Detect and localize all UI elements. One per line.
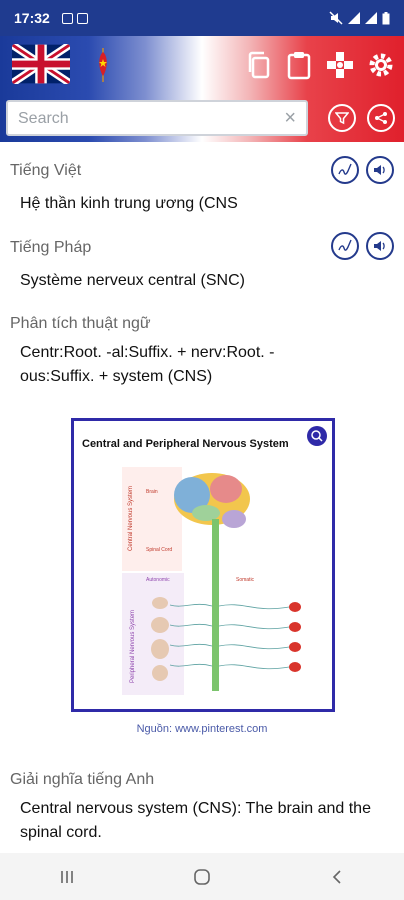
status-icons (329, 11, 390, 25)
vietnamese-label: Tiếng Việt (10, 162, 82, 179)
vietnamese-flag-icon[interactable] (96, 46, 110, 82)
toolbar (0, 36, 404, 96)
english-flag-icon[interactable] (12, 44, 70, 84)
nervous-system-diagram: Central and Peripheral Nervous System Ce… (82, 426, 327, 695)
illustration-image[interactable]: Central and Peripheral Nervous System Ce… (71, 418, 335, 712)
filter-button[interactable] (328, 104, 356, 132)
speaker-icon (374, 241, 385, 251)
mute-icon (329, 11, 343, 25)
back-icon[interactable] (329, 869, 345, 885)
brain-label: Brain (146, 489, 158, 495)
system-nav-bar (0, 853, 404, 900)
vietnamese-text: Hệ thần kinh trung ương (CNS (20, 195, 238, 212)
pns-label: Peripheral Nervous System (130, 610, 136, 683)
english-definition-text: Central nervous system (CNS): The brain … (20, 800, 371, 841)
search-input[interactable] (18, 109, 268, 129)
clear-icon[interactable]: × (284, 107, 296, 129)
figure-title: Central and Peripheral Nervous System (82, 438, 289, 450)
french-label: Tiếng Pháp (10, 239, 92, 256)
handwriting-icon (338, 163, 352, 175)
game-icon[interactable] (325, 50, 355, 80)
clipboard-icon[interactable] (284, 50, 314, 80)
status-bar: 17:32 (0, 0, 404, 36)
speak-button-fr[interactable] (366, 232, 394, 260)
term-analysis-text: Centr:Root. -al:Suffix. + nerv:Root. -ou… (20, 344, 275, 385)
search-box: × (6, 100, 308, 136)
handwriting-button-fr[interactable] (331, 232, 359, 260)
image-notification-icon (61, 12, 73, 24)
share-icon (375, 112, 387, 124)
autonomic-label: Autonomic (146, 577, 170, 583)
term-analysis-label: Phân tích thuật ngữ (10, 315, 151, 332)
copy-icon[interactable] (244, 50, 274, 80)
speaker-icon (374, 165, 385, 175)
speak-button-vi[interactable] (366, 156, 394, 184)
zoom-icon[interactable] (307, 426, 327, 446)
image-source-caption: Nguồn: www.pinterest.com (136, 723, 268, 735)
somatic-label: Somatic (236, 577, 255, 583)
home-icon[interactable] (193, 868, 211, 886)
status-time: 17:32 (14, 10, 50, 26)
french-text: Système nerveux central (SNC) (20, 272, 245, 289)
search-bar: × (0, 96, 404, 142)
share-button[interactable] (367, 104, 395, 132)
handwriting-icon (338, 239, 352, 251)
spinal-cord-label: Spinal Cord (146, 547, 172, 553)
app-notification-icon (76, 12, 88, 24)
english-definition-label: Giải nghĩa tiếng Anh (10, 771, 155, 788)
handwriting-button-vi[interactable] (331, 156, 359, 184)
filter-icon (335, 112, 349, 125)
battery-icon (382, 11, 390, 24)
cns-label: Central Nervous System (128, 486, 134, 551)
signal-icon (348, 12, 360, 24)
signal-icon-2 (365, 12, 377, 24)
recent-apps-icon[interactable] (59, 869, 75, 885)
gear-icon[interactable] (366, 50, 396, 80)
